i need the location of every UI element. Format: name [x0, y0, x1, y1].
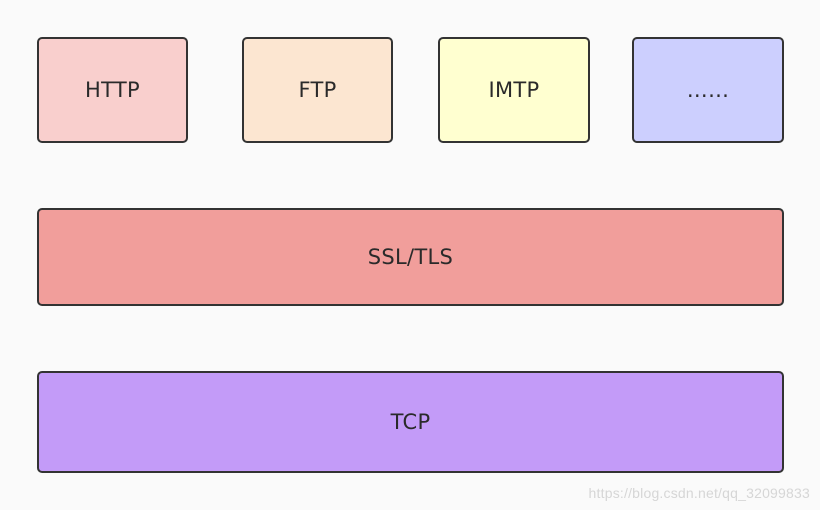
more-protocols-box: …… — [632, 37, 784, 143]
http-protocol-box: HTTP — [37, 37, 188, 143]
ftp-protocol-box: FTP — [242, 37, 393, 143]
imtp-protocol-box: IMTP — [438, 37, 590, 143]
ssl-tls-layer-box: SSL/TLS — [37, 208, 784, 306]
watermark-url: https://blog.csdn.net/qq_32099833 — [588, 485, 810, 501]
tcp-layer-box: TCP — [37, 371, 784, 473]
